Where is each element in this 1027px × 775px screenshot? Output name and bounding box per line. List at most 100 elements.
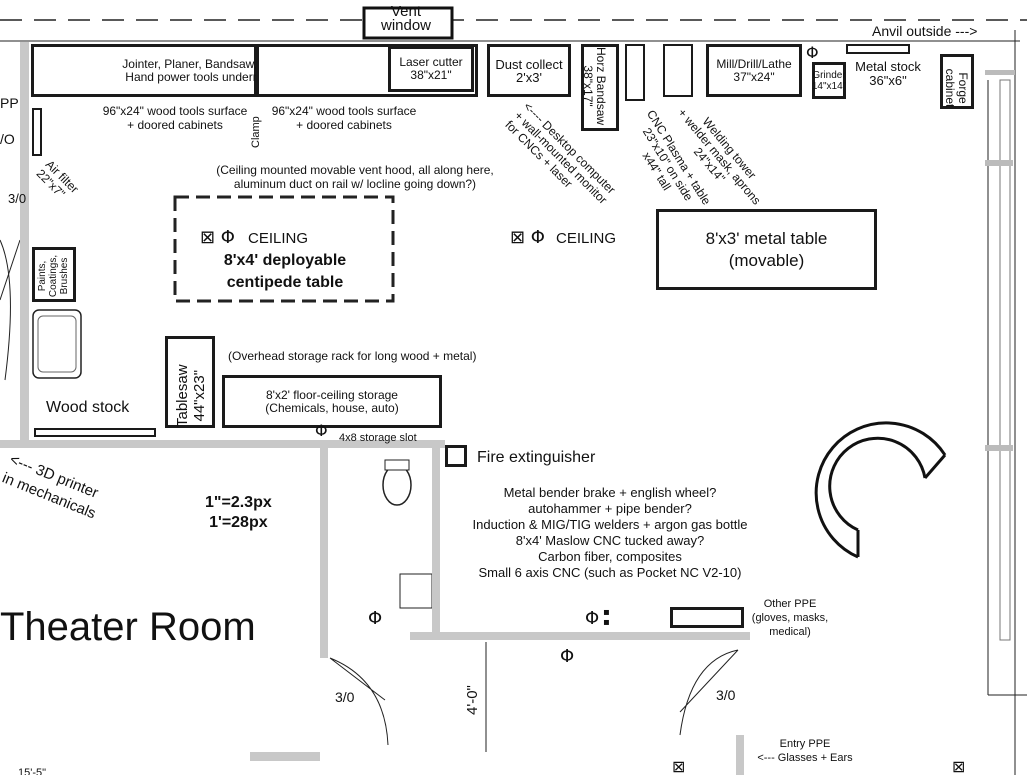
entry-ppe-line-2: <--- Glasses + Ears [757, 752, 853, 764]
floor-storage-line-1: 8'x2' floor-ceiling storage [266, 387, 398, 402]
fire-extinguisher-label: Fire extinguisher [477, 449, 596, 466]
metal-table: 8'x3' metal table (movable) [656, 209, 877, 290]
centipede-table: 8'x4' deployable centipede table [190, 250, 380, 294]
bath-wall-left [320, 448, 328, 658]
dust-collect-size: 2'x3' [516, 69, 542, 85]
ceiling-fan-icon-2: ⊠ Φ [510, 227, 545, 248]
bath-wall-right [432, 448, 440, 638]
metal-stock-text: Metal stock 36"x6" [848, 60, 928, 88]
hand-tools-label: Hand power tools underneath [125, 69, 283, 84]
dust-collector: Dust collect 2'x3' [487, 44, 571, 97]
entry-ppe-note: Entry PPE <--- Glasses + Ears [740, 737, 870, 765]
other-ppe-line-3: medical) [769, 626, 811, 638]
laser-cutter: Laser cutter 38"x21" [388, 46, 474, 92]
entry-wall [736, 735, 744, 775]
vent-window-label: Vent window [380, 3, 432, 34]
floor-storage-line-2: (Chemicals, house, auto) [265, 400, 399, 415]
outlet-icon: Φ [315, 421, 328, 440]
scale-note: 1"=2.3px 1'=28px [205, 493, 272, 533]
wood-stock-rack [34, 428, 156, 437]
mill-drill-lathe: Mill/Drill/Lathe 37"x24" [706, 44, 802, 97]
fragment-pp: PP [0, 95, 19, 111]
metal-table-line-2: (movable) [728, 250, 805, 270]
doored-cabinets-2-label: + doored cabinets [296, 118, 392, 132]
outlet-icon-7: ⊠ [952, 757, 966, 775]
horz-bandsaw-size: 38"x17" [581, 65, 595, 107]
dust-collect-label: Dust collect [495, 56, 563, 72]
anvil-outside-label: Anvil outside ---> [872, 23, 978, 39]
scale-line-2: 1'=28px [209, 514, 268, 531]
outlet-icon-3: Φ [368, 608, 383, 629]
wood-surface-1-label: 96"x24" wood tools surface [102, 104, 248, 118]
scale-line-1: 1"=2.3px [205, 494, 272, 511]
centipede-line-1: 8'x4' deployable [223, 252, 347, 269]
air-filter-box [32, 108, 42, 156]
ceiling-fan-icon: ⊠ Φ [200, 227, 235, 248]
horz-bandsaw: Horz Bandsaw 38"x17" [581, 44, 619, 131]
wood-surface-2-label: 96"x24" wood tools surface [271, 104, 417, 118]
left-wall [20, 42, 29, 442]
grinder: Grinder 14"x14" [812, 62, 846, 99]
floor-ceiling-storage: 8'x2' floor-ceiling storage (Chemicals, … [222, 375, 442, 428]
door-label-mid: 3/0 [335, 689, 355, 705]
metal-stock-label: Metal stock [855, 59, 921, 74]
laser-cutter-size: 38"x21" [410, 68, 452, 82]
wood-surface-1: 96"x24" wood tools surface + doored cabi… [95, 104, 255, 132]
vent-hood-note: (Ceiling mounted movable vent hood, all … [205, 163, 505, 191]
idea-item: Small 6 axis CNC (such as Pocket NC V2-1… [478, 565, 742, 580]
laser-cutter-label: Laser cutter [399, 55, 463, 69]
forge-cabinet-label: Forge cabinet [943, 68, 970, 108]
forge-cabinet: Forge cabinet [940, 54, 974, 109]
vent-hood-line-1: (Ceiling mounted movable vent hood, all … [216, 163, 494, 177]
horz-bandsaw-text: Horz Bandsaw 38"x17" [581, 47, 608, 126]
outlet-icon-6: ⊠ [672, 757, 686, 775]
tablesaw-size: 44"x23" [191, 369, 208, 422]
fragment-o: /O [0, 131, 15, 147]
fragment-bottom: 15'-5" [18, 767, 47, 775]
ceiling-label-1: CEILING [248, 230, 309, 247]
other-ppe-note: Other PPE (gloves, masks, medical) [745, 597, 835, 639]
ideas-list: Metal bender brake + english wheel?autoh… [445, 485, 775, 581]
overhead-rack-label: (Overhead storage rack for long wood + m… [228, 349, 477, 363]
idea-item: 8'x4' Maslow CNC tucked away? [515, 533, 705, 548]
center-wall [0, 440, 445, 448]
grinder-size: 14"x14" [811, 80, 847, 92]
storage-slot-label: 4x8 storage slot [339, 432, 417, 444]
mill-label: Mill/Drill/Lathe [716, 56, 792, 71]
jointer-bench: Jointer, Planer, Bandsaw, Drill, Sander,… [31, 44, 386, 97]
other-ppe-line-1: Other PPE [763, 598, 817, 610]
outlet-icon-2: Φ [806, 43, 819, 62]
mill-size: 37"x24" [733, 69, 775, 84]
theater-room-label: Theater Room [0, 605, 256, 649]
idea-item: autohammer + pipe bender? [528, 501, 692, 516]
entry-ppe-line-1: Entry PPE [779, 738, 831, 750]
forge-cabinet-text: Forge cabinet [943, 63, 970, 113]
door-label-left: 3/0 [8, 191, 27, 206]
outlet-icon-5: Φ [585, 608, 600, 629]
doored-cabinets-1-label: + doored cabinets [127, 118, 223, 132]
wood-surface-2: 96"x24" wood tools surface + doored cabi… [264, 104, 424, 132]
paints-label: Paints, Coatings, Brushes [37, 254, 70, 298]
welding-tower-box [663, 44, 693, 97]
idea-item: Induction & MIG/TIG welders + argon gas … [472, 517, 748, 532]
lower-wall [410, 632, 750, 640]
outlet-icon-4: Φ [560, 646, 575, 667]
bottom-wall [250, 752, 320, 761]
tablesaw-label: Tablesaw [174, 364, 191, 427]
grinder-label: Grinder [812, 69, 846, 81]
plasma-cabinet [625, 44, 645, 101]
dimension-label: 4'-0" [464, 685, 481, 715]
fire-extinguisher-box [445, 445, 467, 467]
door-label-right: 3/0 [716, 687, 736, 703]
other-ppe-shelf [670, 607, 744, 628]
metal-table-line-1: 8'x3' metal table [705, 228, 828, 248]
tablesaw-text: Tablesaw 44"x23" [174, 364, 208, 427]
vent-hood-line-2: aluminum duct on rail w/ locline going d… [233, 177, 477, 191]
switch-icon: ▪▪ [603, 607, 610, 628]
metal-stock-shelf [846, 44, 910, 54]
horz-bandsaw-label: Horz Bandsaw [594, 47, 608, 126]
tablesaw: Tablesaw 44"x23" [165, 336, 215, 428]
idea-item: Carbon fiber, composites [538, 549, 682, 564]
